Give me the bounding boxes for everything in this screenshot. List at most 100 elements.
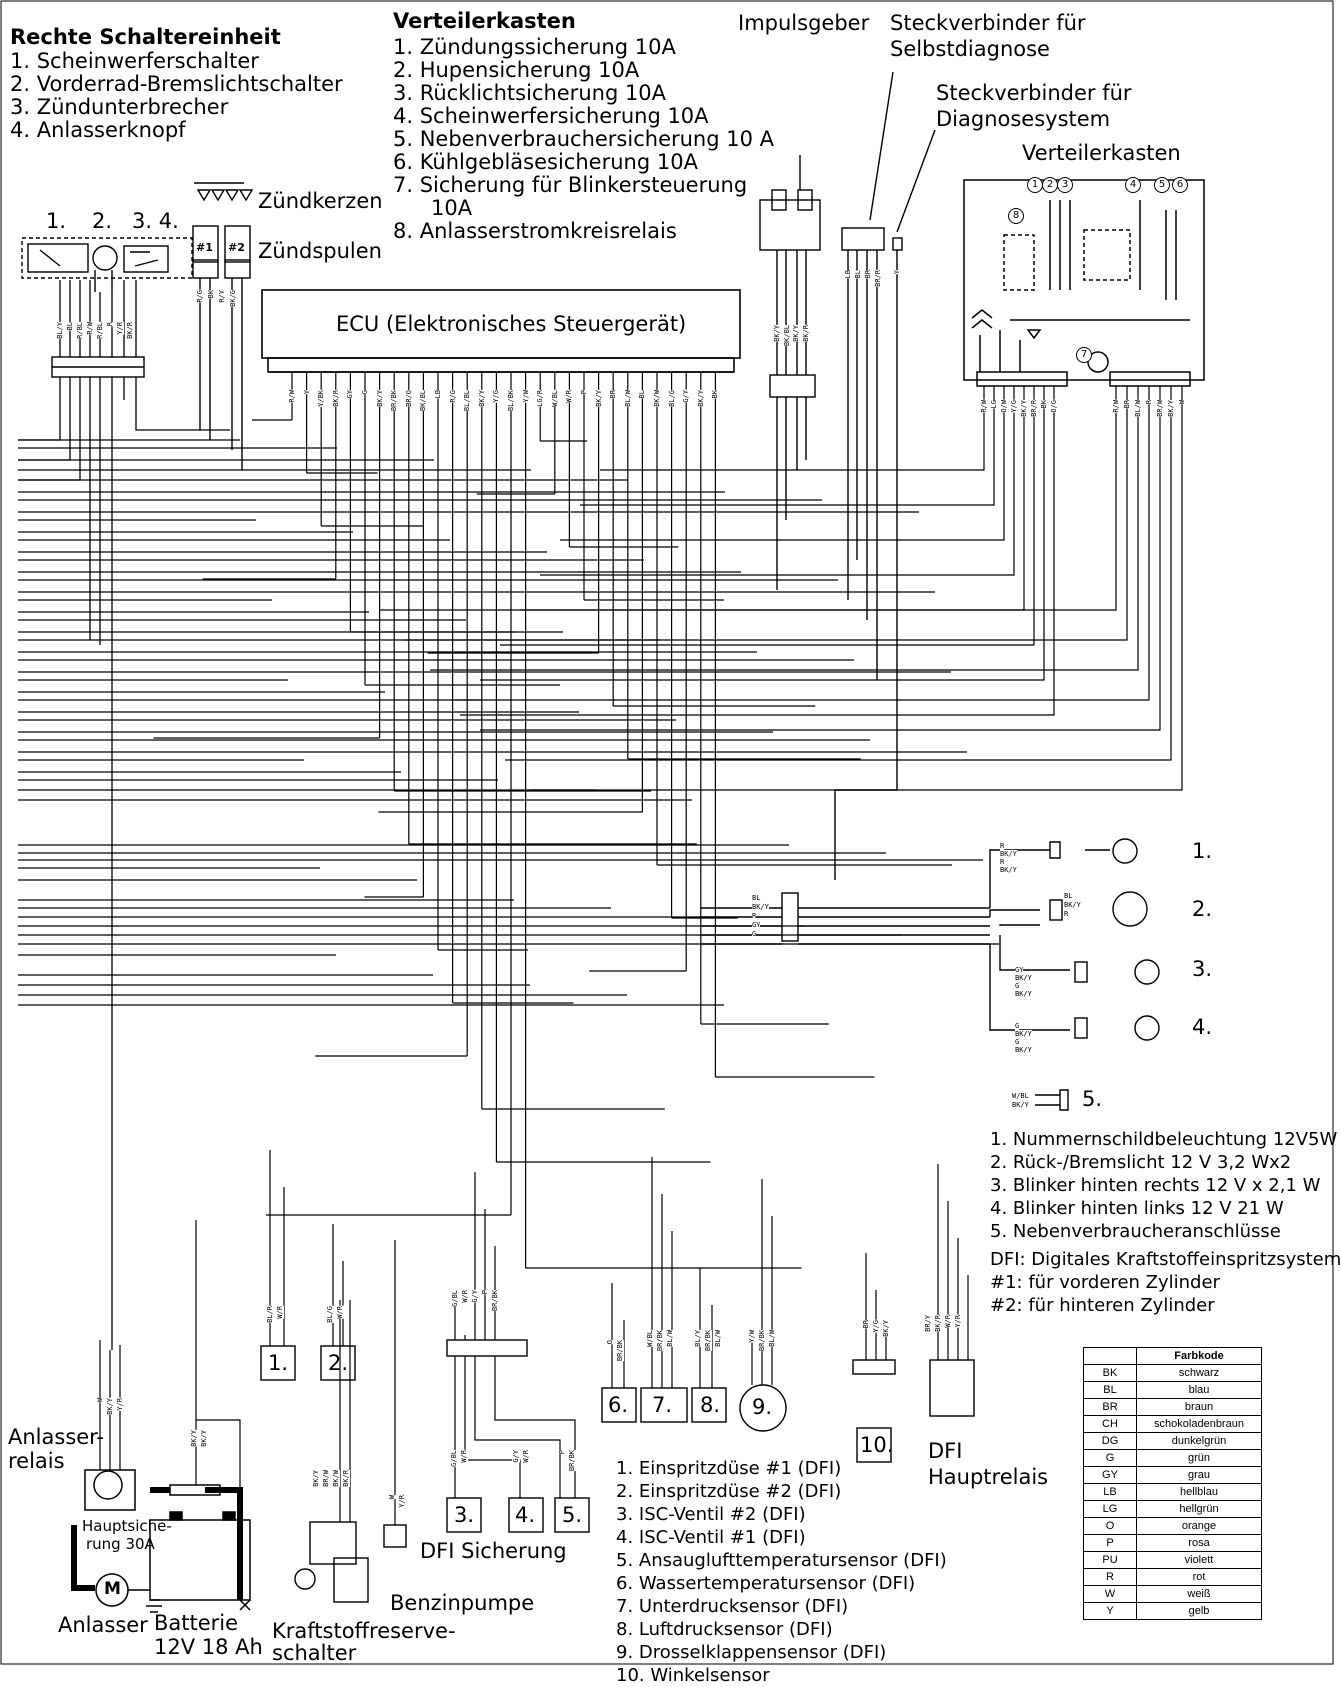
sensor-number-6: 6. bbox=[608, 1393, 629, 1417]
sensor-number-4: 4. bbox=[515, 1503, 536, 1527]
wire-code-label: BR/BK bbox=[758, 1330, 766, 1352]
color-code-name: rot bbox=[1136, 1568, 1262, 1586]
sensor-legend-item: 10. Winkelsensor bbox=[616, 1665, 770, 1686]
distribution-box-list: 1. Zündungssicherung 10A 2. Hupensicheru… bbox=[393, 36, 774, 243]
distbox-circle-number: 7 bbox=[1076, 347, 1092, 363]
switch-unit-title: Rechte Schaltereinheit bbox=[10, 25, 281, 49]
wire-code-label: BK/Y bbox=[1015, 1030, 1032, 1038]
sensor-number-5: 5. bbox=[562, 1503, 583, 1527]
wire-code-label: Y/R bbox=[398, 1495, 406, 1508]
wire-code-label: BL/W bbox=[714, 1330, 722, 1347]
wire-code-label: BR bbox=[864, 270, 872, 279]
wire-code-label: BK/Y bbox=[773, 325, 781, 342]
wire-code-label: R bbox=[1000, 858, 1005, 866]
wire-code-label: G bbox=[1015, 982, 1020, 990]
sensor-number-2: 2. bbox=[328, 1351, 349, 1375]
wire-code-label: W/BL bbox=[550, 390, 559, 407]
wire-code-label: BL/G bbox=[326, 1306, 334, 1323]
wire-code-label: BK/Y bbox=[696, 390, 705, 407]
sensor-legend-item: 9. Drosselklappensensor (DFI) bbox=[616, 1642, 887, 1663]
switch-item: 1. Scheinwerferschalter bbox=[10, 49, 259, 73]
battery-starter bbox=[71, 1469, 251, 1613]
wire-code-label: Y/BK bbox=[317, 390, 326, 407]
dfi-note: DFI: Digitales Kraftstoffeinspritzsystem bbox=[990, 1249, 1341, 1270]
ecu-box bbox=[261, 289, 741, 373]
sensor-legend-item: 3. ISC-Ventil #2 (DFI) bbox=[616, 1504, 806, 1525]
self-diag-label-2: Selbstdiagnose bbox=[890, 37, 1050, 61]
wire-code-label: BK/BL bbox=[782, 325, 791, 347]
wire-code-label: LB bbox=[844, 270, 852, 279]
wire-code-label: BL bbox=[854, 270, 862, 279]
wire-code-label: R/BL bbox=[76, 322, 84, 339]
color-code-name: dunkelgrün bbox=[1136, 1432, 1262, 1450]
distbox-circle-number: 6 bbox=[1172, 177, 1188, 193]
wire-code-label: G bbox=[1015, 1038, 1020, 1046]
sensor-number-3: 3. bbox=[454, 1503, 475, 1527]
wire-code-label: BK/R bbox=[331, 390, 340, 407]
switch-unit-list: 1. Scheinwerferschalter 2. Vorderrad-Bre… bbox=[10, 50, 343, 142]
fuse-item: 8. Anlasserstromkreisrelais bbox=[393, 219, 677, 243]
wire-code-label: BR/BK bbox=[390, 390, 399, 412]
starter-label: Anlasser bbox=[58, 1613, 148, 1637]
wire-code-label: G/Y bbox=[512, 1450, 520, 1463]
wire-code-label: G/Y bbox=[682, 390, 691, 403]
wire-code-label: GY bbox=[752, 921, 761, 929]
switch-item: 2. Vorderrad-Bremslichtschalter bbox=[10, 72, 343, 96]
wire-code-label: BL/W bbox=[666, 1330, 674, 1347]
wire-code-label: R/W bbox=[980, 400, 988, 413]
wire-code-label: BK/R bbox=[126, 322, 134, 339]
pulse-generator-label: Impulsgeber bbox=[738, 11, 870, 35]
wire-code-label: W/R bbox=[522, 1450, 530, 1463]
wire-code-label: R bbox=[752, 912, 757, 920]
color-code-name: grün bbox=[1136, 1449, 1262, 1467]
wire-code-label: BK/BL bbox=[419, 390, 428, 412]
distribution-box-title: Verteilerkasten bbox=[393, 9, 576, 33]
distbox-wires bbox=[380, 386, 1183, 791]
wire-code-label: O bbox=[606, 1340, 614, 1345]
wire-code-label: W/R bbox=[944, 1315, 952, 1328]
rear-light-number-5: 5. bbox=[1082, 1087, 1103, 1111]
color-code-abbr: LB bbox=[1083, 1483, 1137, 1501]
wire-code-label: O/W bbox=[1000, 400, 1008, 413]
switch-item: 3. Zündunterbrecher bbox=[10, 95, 229, 119]
wire-code-label: LB bbox=[434, 390, 442, 399]
wire-code-label: BR/R bbox=[874, 270, 882, 287]
fuel-reserve-label-1: Kraftstoffreserve- bbox=[272, 1619, 456, 1643]
wire-code-label: W/R bbox=[276, 1306, 284, 1319]
wire-code-label: G bbox=[752, 930, 757, 938]
wire-code-label: BK/Y bbox=[375, 390, 384, 407]
wire-code-label: Y/R bbox=[116, 322, 124, 335]
wire-code-label: BL/BK bbox=[507, 390, 515, 412]
wire-code-label: R/G bbox=[448, 390, 457, 403]
wire-code-label: Y bbox=[893, 270, 901, 275]
wire-code-label: BK/Y bbox=[882, 1320, 890, 1337]
color-code-abbr: Y bbox=[1083, 1602, 1137, 1620]
color-code-name: rosa bbox=[1136, 1534, 1262, 1552]
distbox-circle-number: 5 bbox=[1154, 177, 1170, 193]
wire-code-label: BK/Y bbox=[1015, 990, 1032, 998]
wire-code-label: BK bbox=[1040, 400, 1048, 409]
color-code-name: braun bbox=[1136, 1398, 1262, 1416]
main-harness bbox=[18, 439, 999, 1006]
distbox-circle-number: 1 bbox=[1027, 177, 1043, 193]
wire-code-label: BL/W bbox=[1134, 400, 1142, 417]
wire-code-label: GY bbox=[1015, 966, 1024, 974]
wire-code-label: BK/G bbox=[229, 290, 237, 307]
wire-code-label: Y bbox=[302, 390, 311, 395]
dfi-note: #1: für vorderen Zylinder bbox=[990, 1272, 1220, 1293]
wire-code-label: BL bbox=[752, 894, 761, 902]
color-code-abbr: BL bbox=[1083, 1381, 1137, 1399]
wire-code-label: G/BL bbox=[450, 1450, 458, 1467]
wire-code-label: LG bbox=[990, 400, 998, 409]
wire-code-label: G bbox=[1015, 1022, 1020, 1030]
color-code-name: orange bbox=[1136, 1517, 1262, 1535]
battery-label-1: Batterie bbox=[154, 1611, 239, 1635]
sensor-number-7: 7. bbox=[652, 1393, 673, 1417]
color-code-abbr: GY bbox=[1083, 1466, 1137, 1484]
wire-code-label: W/R bbox=[565, 390, 574, 403]
